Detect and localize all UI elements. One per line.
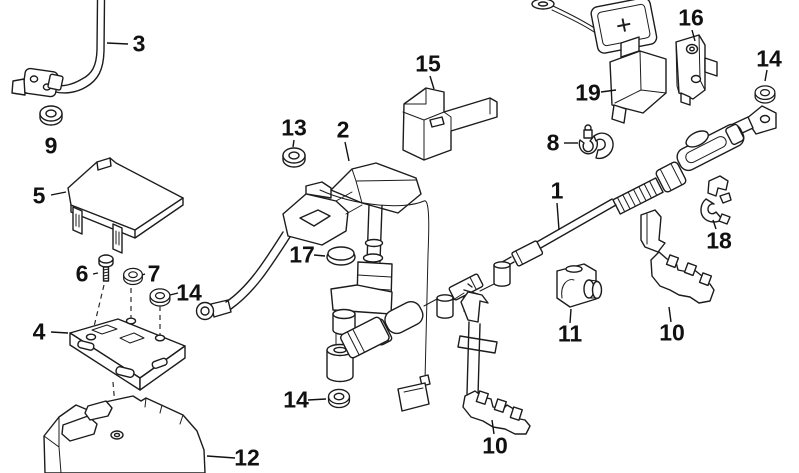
callout-6: 6	[75, 260, 89, 287]
part-17-cap	[326, 246, 356, 266]
leader-line-14	[764, 69, 768, 82]
callout-2: 2	[336, 116, 350, 143]
callout-19: 19	[575, 79, 601, 106]
part-3-ground-cable	[11, 0, 106, 98]
leader-line-14	[307, 398, 327, 401]
leader-line-5	[50, 191, 67, 196]
callout-14: 14	[283, 386, 309, 413]
callout-3: 3	[132, 30, 146, 57]
part-1-positive-battery-cable	[340, 105, 777, 359]
part-8-clip	[578, 124, 614, 160]
callout-17: 17	[289, 241, 315, 268]
leader-line-17	[313, 254, 326, 257]
leader-line-11	[569, 308, 572, 324]
leader-line-7	[141, 273, 146, 276]
callout-15: 15	[415, 50, 441, 77]
callout-11: 11	[557, 320, 583, 347]
leader-line-19	[600, 89, 617, 93]
part-18-clip	[700, 175, 732, 225]
callout-5: 5	[32, 182, 46, 209]
callout-10: 10	[659, 319, 685, 346]
part-10-cable-duct-center	[457, 291, 531, 435]
leader-line-3	[106, 42, 129, 45]
part-12-bracket	[43, 395, 206, 473]
leader-line-12	[206, 455, 236, 459]
part-11-grommet-holder	[556, 263, 603, 308]
part-4-distribution-box	[69, 317, 186, 391]
leader-line-16	[691, 29, 696, 42]
leader-line-4	[50, 331, 69, 334]
sensor-wire	[319, 189, 431, 412]
leader-line-13	[292, 139, 295, 148]
callout-14: 14	[176, 279, 202, 306]
callout-8: 8	[546, 129, 560, 156]
part-15-holder	[402, 87, 498, 161]
plus-marking: +	[613, 9, 634, 41]
leader-line-2	[344, 141, 350, 162]
callout-9: 9	[44, 132, 58, 159]
callout-16: 16	[678, 4, 704, 31]
leader-lines	[50, 29, 768, 459]
leader-line-10	[491, 419, 495, 435]
callout-13: 13	[281, 114, 307, 141]
part-19-cover	[609, 36, 667, 124]
leader-line-10	[668, 306, 672, 323]
callout-10: 10	[482, 432, 508, 459]
callout-12: 12	[234, 444, 260, 471]
callout-1: 1	[550, 177, 564, 204]
leader-line-15	[429, 75, 435, 90]
callout-18: 18	[706, 227, 732, 254]
callout-7: 7	[147, 260, 161, 287]
part-5-cover	[67, 157, 184, 254]
callout-4: 4	[32, 318, 46, 345]
leader-line-18	[712, 219, 717, 230]
part-16-holder	[675, 34, 718, 106]
leader-line-1	[556, 202, 560, 231]
part-2-battery-terminal-cable	[282, 162, 422, 383]
part-6-screw	[98, 254, 114, 282]
leader-line-6	[92, 272, 99, 275]
cable-ring-terminal	[195, 231, 291, 321]
callout-14: 14	[756, 45, 782, 72]
leader-line-14	[169, 292, 179, 296]
part-10-cable-duct-right	[640, 209, 715, 304]
